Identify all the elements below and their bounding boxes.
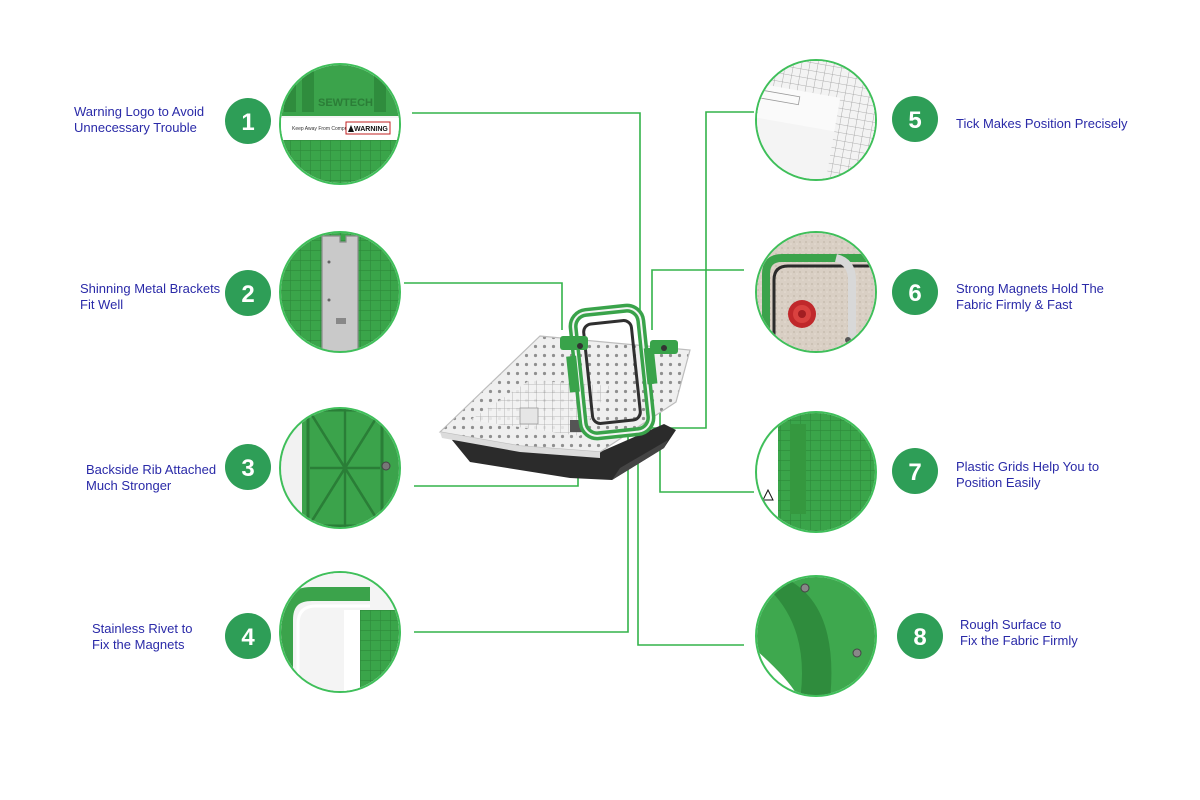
feature-label-5: Tick Makes Position Precisely [956,116,1128,131]
number-badges: 1 2 3 4 5 6 7 8 [225,96,943,659]
product-image [438,303,691,480]
number-badge-3: 3 [225,444,271,490]
feature-label-8: Rough Surface to Fix the Fabric Firmly [960,617,1078,648]
detail-circle-5 [755,59,877,181]
detail-circle-3 [279,407,401,529]
rose-embroidery-icon [788,300,816,328]
detail-circle-1: SEWTECH Keep Away From Computer WARNING [279,63,401,185]
warning-triangle-small-icon [762,488,774,501]
connector-lines [404,111,754,646]
connector-line-8 [637,378,744,646]
number-4: 4 [241,624,255,651]
warning-note: Keep Away From Computer [292,126,354,132]
feature-label-1: Warning Logo to Avoid Unnecessary Troubl… [74,104,205,135]
detail-circle-7 [755,411,877,533]
number-badge-8: 8 [897,613,943,659]
connector-line-1 [412,112,641,310]
number-badge-6: 6 [892,269,938,315]
feature-label-3: Backside Rib Attached Much Stronger [86,462,217,493]
brand-label: SEWTECH [318,97,373,109]
warning-label: WARNING [354,126,388,133]
green-hoop [566,303,658,441]
feature-label-2: Shinning Metal Brackets Fit Well [80,281,221,312]
number-2: 2 [241,281,254,308]
detail-circle-2 [279,231,401,353]
warning-triangle-icon [348,125,354,132]
number-7: 7 [908,459,921,486]
detail-circle-8 [755,575,877,697]
connector-line-2 [404,282,563,330]
number-badge-4: 4 [225,613,271,659]
number-3: 3 [241,455,254,482]
number-1: 1 [241,109,254,136]
number-badge-7: 7 [892,448,938,494]
feature-label-7: Plastic Grids Help You to Position Easil… [956,459,1100,490]
detail-circle-4 [279,571,401,693]
feature-label-4: Stainless Rivet to Fix the Magnets [92,621,193,652]
detail-circle-6 [755,231,877,353]
feature-label-6: Strong Magnets Hold The Fabric Firmly & … [956,281,1104,312]
number-6: 6 [908,280,921,307]
number-8: 8 [913,624,926,651]
rib-pattern-icon [308,409,382,527]
connector-line-6 [651,269,744,330]
metal-bracket-icon [321,235,359,351]
number-5: 5 [908,107,921,134]
rough-surface-icon [770,577,832,695]
number-badge-1: 1 [225,98,271,144]
number-badge-2: 2 [225,270,271,316]
rounded-corner-icon [281,587,370,691]
number-badge-5: 5 [892,96,938,142]
